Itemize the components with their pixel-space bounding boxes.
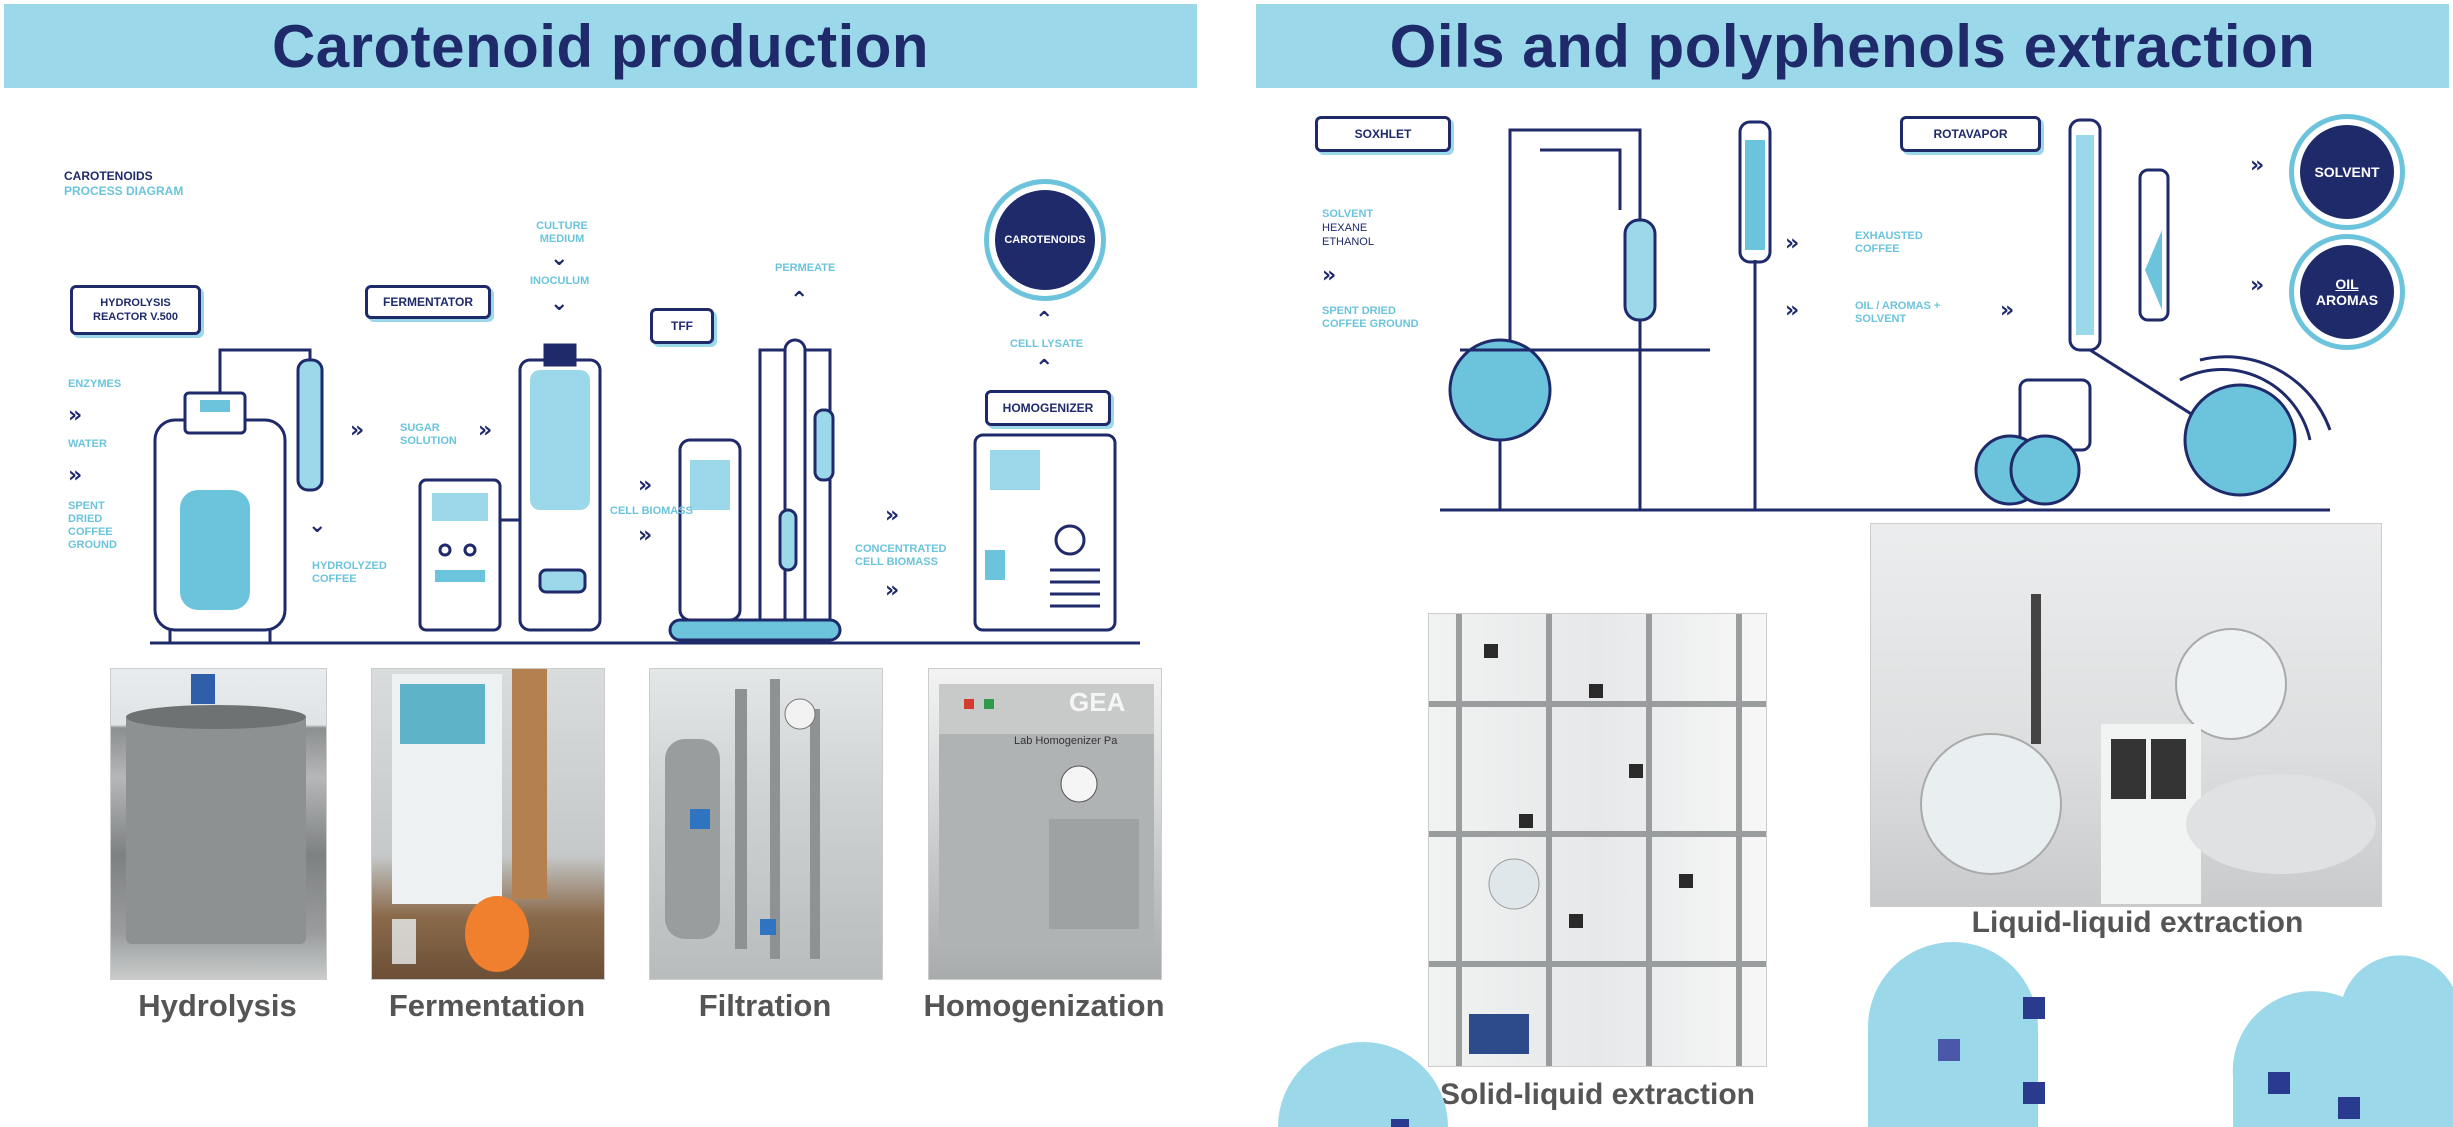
label-spent-coffee-extraction: SPENT DRIED COFFEE GROUND <box>1322 305 1419 330</box>
extraction-process-diagram: SOXHLET ROTAVAPOR SOLVENT OIL AROMAS » »… <box>1300 110 2430 520</box>
chevron-down-icon: ⌄ <box>550 246 569 271</box>
chevron-right-icon: » <box>638 523 653 548</box>
label-oil-aromas-solvent: OIL / AROMAS + SOLVENT <box>1855 300 1941 325</box>
label-cell-lysate: CELL LYSATE <box>1010 338 1084 350</box>
fermentation-caption: Fermentation <box>388 988 586 1023</box>
solid-liquid-caption: Solid-liquid extraction <box>1439 1078 1755 1111</box>
chevron-right-icon: » <box>68 403 83 428</box>
oil-aromas-line1: OIL <box>2335 276 2359 292</box>
carotenoid-title-banner: Carotenoid production <box>4 4 1197 88</box>
chevron-down-icon: ⌄ <box>550 291 569 316</box>
label-inoculum: INOCULUM <box>530 275 590 287</box>
homogenization-photo: GEA Lab Homogenizer Pa <box>928 668 1162 980</box>
chevron-right-icon: » <box>350 418 365 443</box>
fermentator-icon <box>418 343 602 632</box>
label-exhausted-coffee: EXHAUSTED COFFEE <box>1855 230 1923 255</box>
extraction-title-banner: Oils and polyphenols extraction <box>1256 4 2449 88</box>
label-spent-coffee: SPENT DRIED COFFEE GROUND <box>68 500 117 551</box>
chevron-up-icon: ⌃ <box>1035 308 1054 333</box>
chevron-right-icon: » <box>1322 263 1337 288</box>
chevron-right-icon: » <box>2000 298 2015 323</box>
homogenization-caption: Homogenization <box>923 988 1165 1023</box>
rotavapor-label: ROTAVAPOR <box>1900 116 2041 152</box>
carotenoid-title: Carotenoid production <box>271 12 930 80</box>
filtration-photo <box>649 668 883 980</box>
carotenoid-process-diagram: CAROTENOIDS PROCESS DIAGRAM <box>40 150 1180 650</box>
soxhlet-icon <box>1448 120 1772 510</box>
label-hexane: HEXANE <box>1322 222 1368 234</box>
rotavapor-icon <box>1974 118 2332 506</box>
label-enzymes: ENZYMES <box>68 378 122 390</box>
hydrolysis-caption: Hydrolysis <box>138 988 297 1023</box>
chevron-right-icon: » <box>2250 153 2265 178</box>
chevron-right-icon: » <box>1785 298 1800 323</box>
homogenizer-icon <box>973 433 1117 632</box>
decorative-shapes <box>1278 942 2453 1127</box>
diagram-heading: CAROTENOIDS <box>64 169 153 183</box>
label-solvent: SOLVENT <box>1322 208 1374 220</box>
oil-aromas-line2: AROMAS <box>2315 292 2379 308</box>
chevron-up-icon: ⌃ <box>790 288 809 313</box>
homogenizer-brand: GEA <box>1069 687 1126 717</box>
chevron-right-icon: » <box>68 463 83 488</box>
label-cell-biomass: CELL BIOMASS <box>610 505 693 517</box>
label-water: WATER <box>68 438 107 450</box>
label-sugar-solution: SUGAR SOLUTION <box>400 422 457 447</box>
chevron-right-icon: » <box>1785 231 1800 256</box>
tff-label: TFF <box>650 308 714 344</box>
chevron-right-icon: » <box>478 418 493 443</box>
homogenizer-model: Lab Homogenizer Pa <box>1014 735 1118 747</box>
extraction-title: Oils and polyphenols extraction <box>1389 12 2316 80</box>
chevron-right-icon: » <box>885 503 900 528</box>
chevron-right-icon: » <box>638 473 653 498</box>
label-ethanol: ETHANOL <box>1322 236 1374 248</box>
homogenizer-label: HOMOGENIZER <box>985 390 1111 426</box>
diagram-drawing <box>150 338 1140 645</box>
filtration-caption: Filtration <box>698 988 832 1023</box>
hydrolysis-photo <box>110 668 327 980</box>
label-permeate: PERMEATE <box>775 262 836 274</box>
label-culture-medium: CULTURE MEDIUM <box>536 220 588 245</box>
liquid-liquid-photo <box>1870 523 2382 907</box>
fermentation-photo <box>371 668 605 980</box>
chevron-down-icon: ⌄ <box>308 513 327 538</box>
tff-unit-icon <box>668 338 842 642</box>
carotenoids-circle: CAROTENOIDS <box>995 190 1095 290</box>
soxhlet-label: SOXHLET <box>1315 116 1451 152</box>
hydrolysis-reactor-label: HYDROLYSIS REACTOR V.500 <box>70 285 201 335</box>
label-hydrolyzed-coffee: HYDROLYZED COFFEE <box>312 560 387 585</box>
diagram-subheading: PROCESS DIAGRAM <box>64 184 184 198</box>
liquid-liquid-caption: Liquid-liquid extraction <box>1971 906 2304 939</box>
oil-aromas-circle: OIL AROMAS <box>2300 245 2394 339</box>
chevron-right-icon: » <box>2250 273 2265 298</box>
chevron-up-icon: ⌃ <box>1035 356 1054 381</box>
solid-liquid-photo <box>1428 613 1767 1067</box>
solvent-circle: SOLVENT <box>2300 125 2394 219</box>
chevron-right-icon: » <box>885 578 900 603</box>
hydrolysis-reactor-icon <box>153 348 324 643</box>
extraction-drawing <box>1440 118 2332 512</box>
label-concentrated-biomass: CONCENTRATED CELL BIOMASS <box>855 543 947 568</box>
fermentator-label: FERMENTATOR <box>365 285 491 319</box>
